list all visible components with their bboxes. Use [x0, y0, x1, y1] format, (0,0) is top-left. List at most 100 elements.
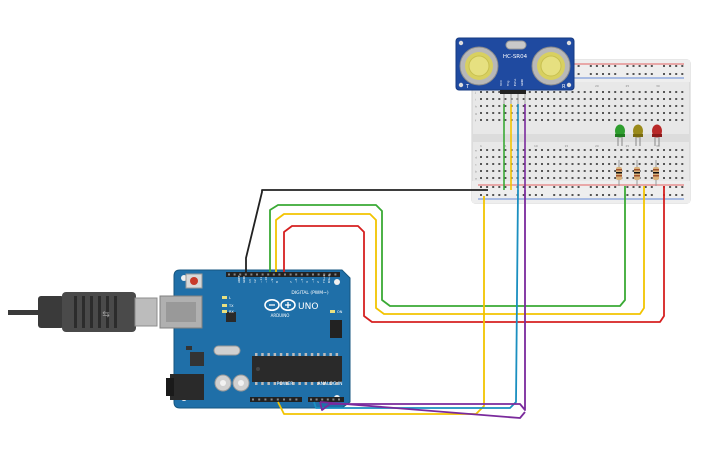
breadboard-hole	[650, 156, 653, 158]
breadboard-hole	[583, 163, 586, 165]
breadboard-hole	[571, 105, 574, 107]
analog-header[interactable]	[308, 397, 344, 402]
breadboard-hole	[559, 112, 562, 114]
breadboard-hole	[534, 98, 537, 100]
power-jack[interactable]	[170, 374, 204, 400]
usb-plug-strain	[38, 296, 64, 328]
chip-pin	[323, 382, 326, 385]
breadboard-hole	[681, 177, 684, 179]
breadboard-hole	[675, 73, 678, 75]
header-pin-hole	[250, 273, 253, 276]
breadboard-hole	[480, 98, 482, 100]
breadboard-hole	[614, 105, 617, 107]
wire-red-led[interactable]	[283, 186, 665, 323]
breadboard-hole	[553, 119, 556, 121]
wire-green-led[interactable]	[269, 186, 626, 307]
breadboard-hole	[589, 149, 592, 151]
breadboard-hole	[681, 163, 684, 165]
arduino-uno[interactable]: L TX RX ON UNO ARDUINO AREF GND 13 12 ~1…	[159, 269, 351, 409]
breadboard-hole	[480, 112, 482, 114]
usb-cable[interactable]: ⇆	[8, 292, 158, 332]
chip-pin	[298, 382, 301, 385]
breadboard-hole	[577, 91, 580, 93]
breadboard-hole	[608, 177, 611, 179]
breadboard-hole	[663, 156, 665, 158]
breadboard-hole	[632, 177, 635, 179]
breadboard-hole	[486, 156, 489, 158]
breadboard-hole	[577, 98, 580, 100]
wire-blue-echo[interactable]	[313, 189, 519, 409]
breadboard-column-number: 30	[656, 144, 660, 148]
breadboard-hole	[571, 163, 574, 165]
breadboard-hole	[504, 170, 507, 172]
breadboard-hole	[486, 186, 489, 188]
breadboard-hole	[663, 119, 665, 121]
power-header[interactable]	[250, 397, 302, 402]
breadboard-hole	[571, 91, 574, 93]
header-pin-hole	[244, 273, 247, 276]
power-jack-front	[166, 378, 174, 396]
header-pin-hole	[317, 273, 320, 276]
breadboard-hole	[626, 194, 629, 196]
header-pin-hole	[239, 273, 242, 276]
resistor-3[interactable]	[653, 160, 659, 186]
usb-b-port-inner	[166, 302, 196, 322]
wire-purple-return[interactable]	[319, 401, 526, 419]
breadboard-hole	[602, 177, 604, 179]
breadboard-hole	[577, 194, 580, 196]
breadboard-hole	[559, 91, 562, 93]
analog-label: ANALOG IN	[317, 381, 342, 387]
chip-pin	[335, 382, 339, 385]
breadboard-hole	[534, 177, 537, 179]
digital-header[interactable]	[226, 272, 340, 277]
pin-label-aref: AREF	[237, 275, 241, 283]
header-pin-hole	[323, 273, 326, 276]
header-pin-hole	[272, 273, 275, 276]
breadboard-hole	[528, 163, 531, 165]
wire-purple-sensor[interactable]	[319, 190, 526, 411]
breadboard-hole	[614, 186, 617, 188]
breadboard-hole	[534, 91, 537, 93]
breadboard-hole	[602, 105, 604, 107]
breadboard-hole	[553, 98, 556, 100]
header-pin-hole	[252, 398, 254, 401]
chip-pin	[286, 353, 289, 356]
resistor-band	[616, 172, 622, 174]
breadboard-hole	[595, 91, 598, 93]
breadboard-hole	[528, 112, 531, 114]
header-pin-hole	[289, 398, 292, 401]
breadboard-hole	[614, 194, 617, 196]
resistor-2[interactable]	[634, 160, 640, 186]
led-yellow-base	[633, 134, 643, 137]
header-pin-hole	[315, 398, 318, 401]
breadboard-hole	[577, 149, 580, 151]
wire-yellow-led[interactable]	[275, 186, 645, 315]
breadboard-hole	[480, 186, 482, 188]
resistor-band	[616, 175, 622, 177]
pin-label-1: TX→1	[322, 275, 326, 284]
breadboard-hole	[553, 194, 556, 196]
breadboard-hole	[638, 156, 641, 158]
chip-pin	[261, 382, 264, 385]
breadboard-hole	[541, 177, 543, 179]
led-green[interactable]	[615, 124, 625, 147]
breadboard-hole	[528, 170, 531, 172]
logo-right-loop	[280, 298, 296, 311]
resistor-1[interactable]	[616, 160, 622, 186]
breadboard-row-letter: b	[475, 170, 477, 174]
reset-button[interactable]	[190, 277, 198, 285]
breadboard-hole	[644, 149, 647, 151]
breadboard-hole	[565, 156, 568, 158]
breadboard-row-letter: i	[475, 98, 476, 102]
breadboard-hole	[589, 73, 592, 75]
breadboard-hole	[559, 156, 562, 158]
breadboard-hole	[486, 149, 489, 151]
led-red[interactable]	[652, 124, 662, 147]
led-yellow[interactable]	[633, 124, 643, 147]
breadboard-hole	[571, 186, 574, 188]
wire-black-gnd[interactable]	[245, 189, 488, 272]
label-tx: TX	[228, 304, 234, 308]
ultrasonic-sensor[interactable]: HC-SR04 T R VCC Trig Echo GND	[455, 37, 575, 104]
breadboard-hole	[656, 156, 659, 158]
breadboard[interactable]: 115510101515202025253030jihgfedcba	[471, 59, 691, 204]
